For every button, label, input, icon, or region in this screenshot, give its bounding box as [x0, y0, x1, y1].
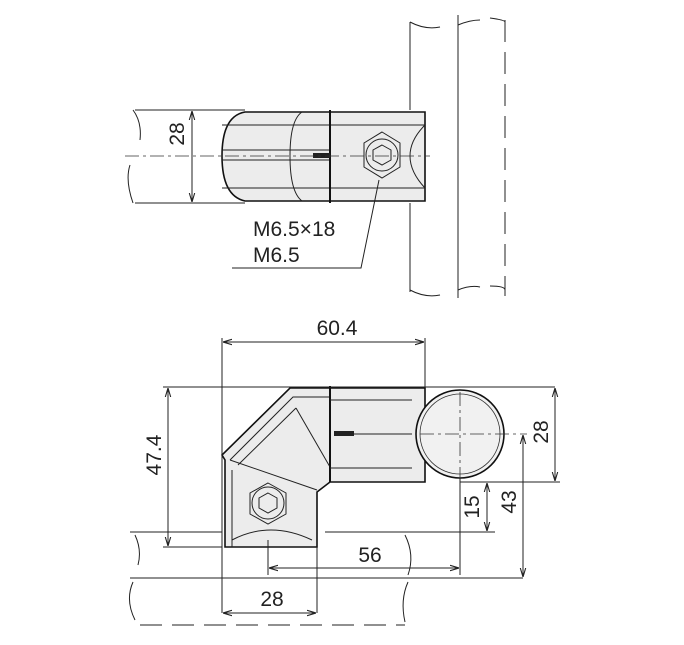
- dim-diameter-label: 28: [530, 420, 553, 443]
- bottom-view: 60.4 47.4 28 15 43 56: [129, 317, 560, 626]
- top-view: 28 M6.5×18 M6.5: [125, 15, 506, 298]
- dim-height-label: 47.4: [143, 434, 166, 475]
- dim-width-label: 60.4: [317, 317, 358, 340]
- dim-offset-43: 43: [498, 435, 523, 577]
- dim-pipe-diameter: 28: [460, 388, 560, 483]
- bolt-callout: M6.5×18 M6.5: [232, 179, 380, 269]
- bolt-thread-label: M6.5: [253, 244, 300, 267]
- hex-bolt-icon: [363, 131, 401, 179]
- hex-bolt-icon: [249, 482, 287, 525]
- dim-base-label: 28: [260, 588, 283, 611]
- dim-overall-height: 47.4: [143, 386, 555, 548]
- dim-center-distance: 56: [267, 478, 461, 575]
- dim-overall-width: 60.4: [221, 317, 426, 613]
- top-fitting: [221, 110, 426, 203]
- slot-mark: [334, 431, 354, 436]
- dim-height-top: 28: [135, 109, 245, 204]
- dim-offset-15: 15: [325, 483, 495, 533]
- horizontal-pipe: [129, 531, 523, 626]
- left-pipe-break: [127, 109, 141, 204]
- pipe-cross-section: [415, 389, 527, 480]
- dim-56-label: 56: [358, 544, 381, 567]
- vertical-pipe: [409, 15, 506, 298]
- slot-mark: [313, 153, 330, 158]
- elbow-fitting: [220, 386, 426, 548]
- dim-height-label: 28: [166, 122, 189, 145]
- dim-43-label: 43: [498, 490, 521, 513]
- dim-15-label: 15: [461, 495, 484, 518]
- bolt-size-label: M6.5×18: [253, 218, 335, 241]
- dim-base-width: 28: [223, 547, 318, 613]
